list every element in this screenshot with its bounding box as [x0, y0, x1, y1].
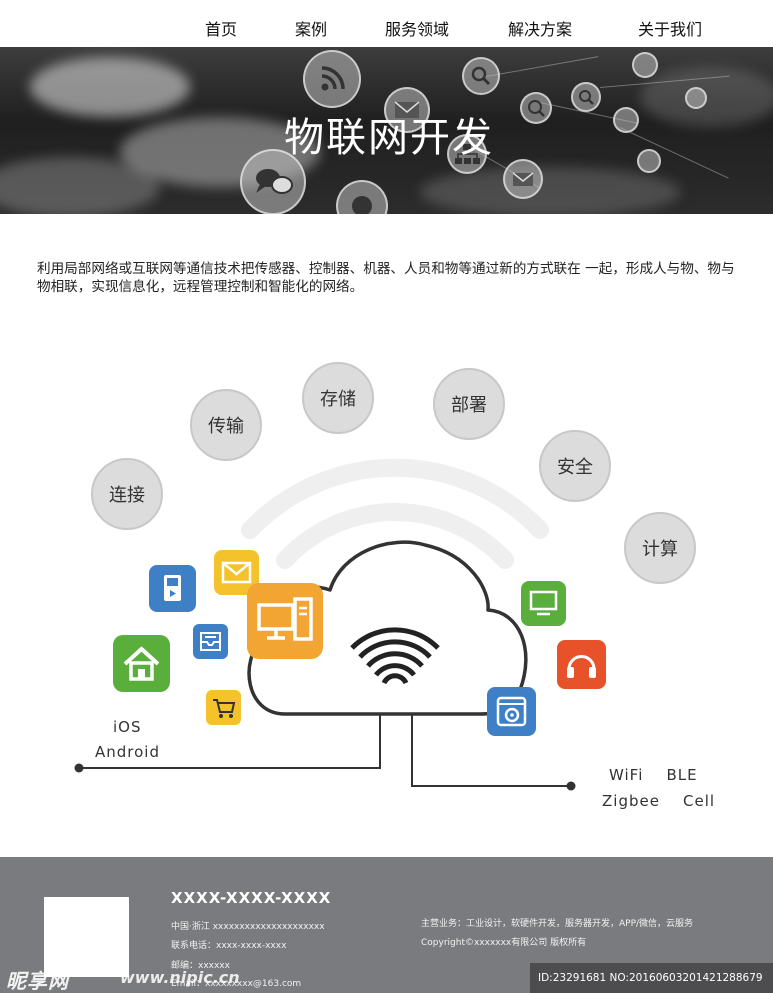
nav-item-cases[interactable]: 案例	[295, 20, 328, 39]
footer-address: 中国·浙江 xxxxxxxxxxxxxxxxxxxxx	[171, 922, 325, 932]
home-icon	[113, 635, 170, 692]
wifi-arc-4	[374, 663, 416, 677]
nav-item-services[interactable]: 服务领域	[385, 20, 450, 39]
watermark-brand: 昵享网	[6, 969, 69, 993]
topic-transmit: 传输	[190, 389, 262, 461]
topic-security: 安全	[539, 430, 611, 502]
inbox-icon	[193, 624, 228, 659]
mail-icon-small	[632, 52, 658, 78]
comment-icon	[637, 149, 661, 173]
logo-placeholder	[44, 897, 129, 977]
mail-icon	[384, 87, 430, 133]
disc-drive-icon	[487, 687, 536, 736]
wifi-arc-2	[358, 639, 432, 659]
footer-business: 主营业务：工业设计，软硬件开发，服务器开发，APP/微信，云服务	[421, 919, 694, 929]
intro-text: 利用局部网络或互联网等通信技术把传感器、控制器、机器、人员和物等通过新的方式联在…	[37, 261, 735, 295]
rss-icon	[303, 50, 361, 108]
wifi-arc-large	[241, 458, 549, 539]
left-connector-dot	[74, 763, 84, 773]
headphones-icon	[557, 640, 606, 689]
label-ios: iOS	[113, 718, 142, 736]
topic-compute: 计算	[624, 512, 696, 584]
footer-postcode: 邮编：xxxxxx	[171, 961, 230, 971]
right-connector-dot	[566, 781, 576, 791]
chat-icon	[240, 149, 306, 214]
nav-item-home[interactable]: 首页	[205, 20, 238, 39]
nav-item-about[interactable]: 关于我们	[638, 20, 703, 39]
wifi-arc-outer	[350, 627, 440, 650]
shopping-cart-icon	[206, 690, 241, 725]
search-icon-small	[571, 82, 601, 112]
label-zigbee-cell: Zigbee Cell	[602, 792, 716, 810]
wifi-arc-inner	[381, 673, 409, 685]
media-player-icon	[149, 565, 196, 612]
sitemap-icon	[447, 134, 487, 174]
wifi-arc-medium	[276, 503, 514, 569]
topic-deploy: 部署	[433, 368, 505, 440]
right-connector-line	[411, 714, 571, 787]
watermark-bar: 昵享网 www.nipic.cn ID:23291681 NO:20160603…	[0, 963, 773, 993]
hero-banner: 物联网开发	[0, 47, 773, 214]
top-nav: 首页 案例 服务领域 解决方案 关于我们	[0, 0, 773, 47]
search-icon	[462, 57, 500, 95]
computer-icon	[247, 583, 323, 659]
user-icon	[685, 87, 707, 109]
left-connector-line	[79, 714, 381, 769]
monitor-icon	[521, 581, 566, 626]
footer-tel: 联系电话：xxxx-xxxx-xxxx	[171, 941, 287, 951]
wifi-arc-3	[366, 651, 424, 668]
watermark-url: www.nipic.cn	[120, 968, 240, 987]
banner-title: 物联网开发	[284, 115, 494, 161]
footer-email: Email：xxxxxxxxx@163.com	[171, 979, 302, 989]
footer-phone: XXXX-XXXX-XXXX	[171, 889, 332, 907]
watermark-id: ID:23291681 NO:20160603201421288679	[530, 963, 773, 993]
info-icon	[613, 107, 639, 133]
share-icon	[336, 180, 388, 214]
label-android: Android	[95, 743, 160, 761]
topic-connect: 连接	[91, 458, 163, 530]
nav-item-solutions[interactable]: 解决方案	[508, 20, 573, 39]
topic-storage: 存储	[302, 362, 374, 434]
label-wifi-ble: WiFi BLE	[609, 766, 698, 784]
mail-icon-2	[503, 159, 543, 199]
footer-copyright: Copyright©xxxxxxx有限公司 版权所有	[421, 938, 587, 948]
globe-search-icon	[520, 92, 552, 124]
